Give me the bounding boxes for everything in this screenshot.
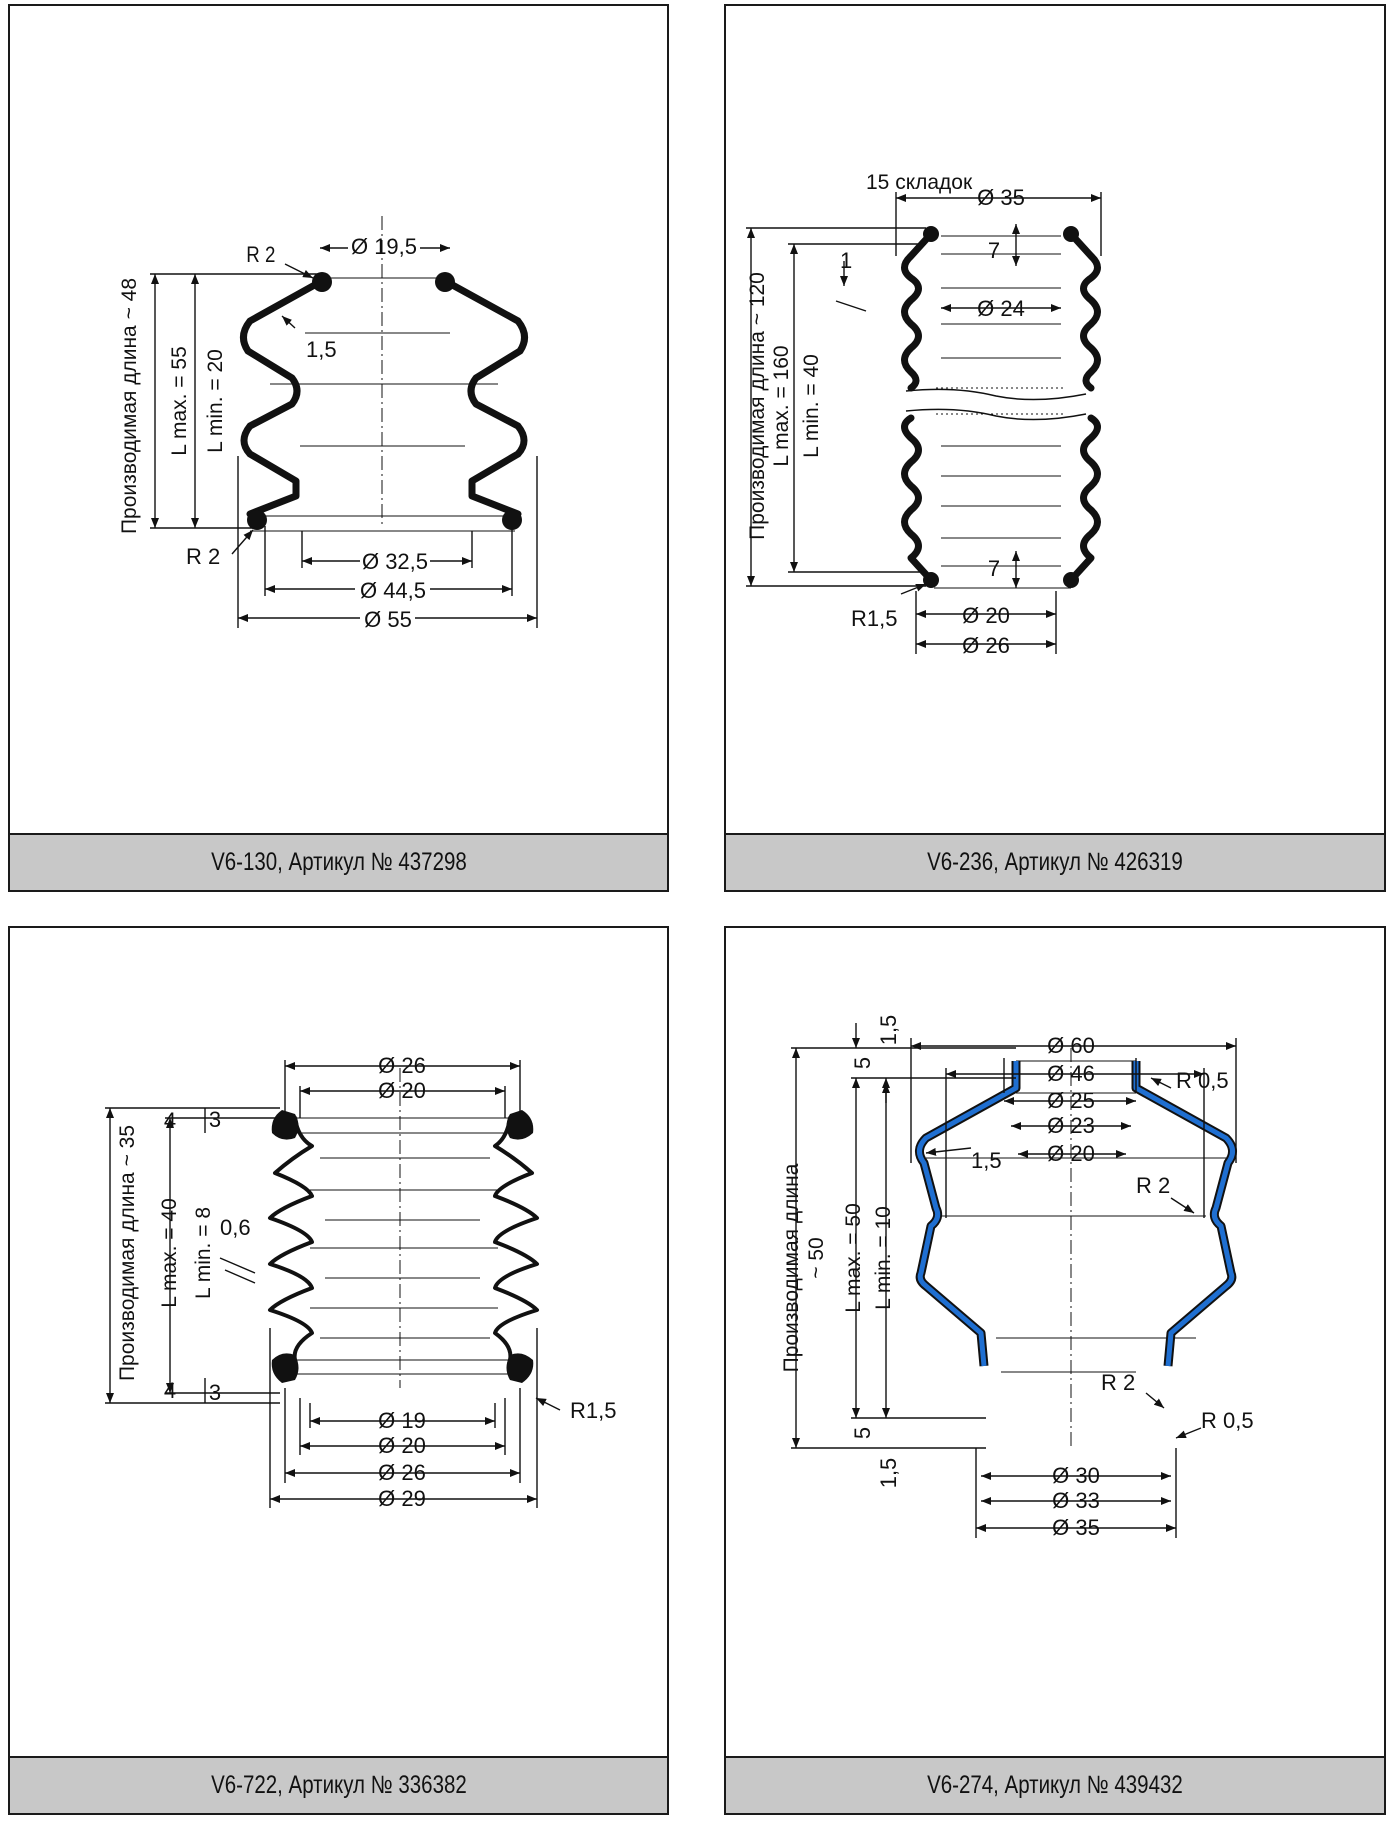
label-r2-mid: R 2 <box>1101 1370 1135 1395</box>
caption-v6-722: V6-722, Артикул № 336382 <box>10 1756 667 1813</box>
label-d-bot1: Ø 19 <box>378 1408 426 1433</box>
label-r05-top: R 0,5 <box>1176 1068 1229 1093</box>
label-r-top: R 2 <box>246 244 275 268</box>
caption-text: V6-236, Артикул № 426319 <box>927 848 1183 876</box>
drawing-v6-236: 15 складок Ø 35 7 1 Ø 24 7 R1,5 Ø 20 Ø 2… <box>746 171 1102 658</box>
label-lmin: L min. = 8 <box>192 1207 215 1299</box>
drawing-v6-274: Ø 60 Ø 46 Ø 25 Ø 23 Ø 20 1,5 5 R 0,5 1,5… <box>780 1015 1254 1540</box>
panel-v6-236: 15 складок Ø 35 7 1 Ø 24 7 R1,5 Ø 20 Ø 2… <box>724 4 1386 892</box>
label-d35: Ø 35 <box>1052 1515 1100 1540</box>
label-t15-top: 1,5 <box>876 1015 901 1046</box>
label-five-bot: 5 <box>850 1427 875 1439</box>
label-d20: Ø 20 <box>1047 1141 1095 1166</box>
label-d-bot2: Ø 26 <box>962 633 1010 658</box>
label-r2-right: R 2 <box>1136 1173 1170 1198</box>
label-lmax: L max. = 160 <box>770 345 793 466</box>
label-len-prod: Производимая длина <box>780 1163 803 1372</box>
caption-text: V6-722, Артикул № 336382 <box>210 1771 467 1799</box>
label-four-top: 4 <box>164 1108 176 1133</box>
label-d2: Ø 44,5 <box>360 578 426 603</box>
label-lmax: L max. = 40 <box>158 1198 181 1308</box>
label-seven-top: 7 <box>988 238 1000 263</box>
label-len-prod: Производимая длина ~ 120 <box>746 272 769 540</box>
label-one: 1 <box>840 248 852 273</box>
label-lmin: L min. = 20 <box>204 349 227 453</box>
label-d60: Ø 60 <box>1047 1033 1095 1058</box>
label-d-top2: Ø 20 <box>378 1078 426 1103</box>
label-four-bot: 4 <box>164 1378 176 1403</box>
label-r: R1,5 <box>570 1398 616 1423</box>
label-r-bottom: R 2 <box>186 544 220 569</box>
label-three-bot: 3 <box>209 1380 221 1405</box>
label-wall: 1,5 <box>971 1148 1002 1173</box>
label-len-prod: Производимая длина ~ 35 <box>116 1125 139 1381</box>
panel-v6-722: Ø 26 Ø 20 4 3 0,6 4 3 R1,5 Ø 19 Ø 20 Ø 2… <box>8 926 669 1815</box>
label-five-top: 5 <box>850 1057 875 1069</box>
caption-text: V6-274, Артикул № 439432 <box>927 1771 1183 1799</box>
drawing-v6-130: R 2 Ø 19,5 1,5 R 2 Ø 32,5 Ø 44,5 Ø 55 Пр… <box>118 216 538 632</box>
label-lmax: L max. = 55 <box>168 346 191 456</box>
label-seven-bot: 7 <box>988 556 1000 581</box>
label-lmin: L min. = 40 <box>800 354 823 458</box>
label-r05-bot: R 0,5 <box>1201 1408 1254 1433</box>
label-lmax: L max. = 50 <box>842 1203 865 1313</box>
caption-v6-130: V6-130, Артикул № 437298 <box>10 833 667 890</box>
label-d-top: Ø 19,5 <box>351 234 417 259</box>
label-d1: Ø 32,5 <box>362 549 428 574</box>
caption-v6-274: V6-274, Артикул № 439432 <box>726 1756 1384 1813</box>
label-t15-bot: 1,5 <box>876 1458 901 1489</box>
label-d30: Ø 30 <box>1052 1463 1100 1488</box>
label-d-mid: Ø 24 <box>977 296 1025 321</box>
label-d-top: Ø 35 <box>977 185 1025 210</box>
label-len-prod: Производимая длина ~ 48 <box>118 278 141 534</box>
label-three-top: 3 <box>209 1107 221 1132</box>
label-folds: 15 складок <box>866 171 973 194</box>
label-d-bot2: Ø 20 <box>378 1433 426 1458</box>
caption-text: V6-130, Артикул № 437298 <box>210 848 467 876</box>
label-wall: 1,5 <box>306 337 337 362</box>
caption-v6-236: V6-236, Артикул № 426319 <box>726 833 1384 890</box>
panel-v6-130: R 2 Ø 19,5 1,5 R 2 Ø 32,5 Ø 44,5 Ø 55 Пр… <box>8 4 669 892</box>
label-d-bot1: Ø 20 <box>962 603 1010 628</box>
label-wall: 0,6 <box>220 1215 251 1240</box>
label-lmin: L min. = 10 <box>872 1206 895 1310</box>
label-r: R1,5 <box>851 606 897 631</box>
label-d46: Ø 46 <box>1047 1061 1095 1086</box>
label-d23: Ø 23 <box>1047 1113 1095 1138</box>
label-d-bot4: Ø 29 <box>378 1486 426 1511</box>
label-d3: Ø 55 <box>364 607 412 632</box>
label-d33: Ø 33 <box>1052 1488 1100 1513</box>
drawing-v6-722: Ø 26 Ø 20 4 3 0,6 4 3 R1,5 Ø 19 Ø 20 Ø 2… <box>105 1053 616 1511</box>
label-d-bot3: Ø 26 <box>378 1460 426 1485</box>
label-len-prod-val: ~ 50 <box>805 1237 828 1278</box>
panel-v6-274: Ø 60 Ø 46 Ø 25 Ø 23 Ø 20 1,5 5 R 0,5 1,5… <box>724 926 1386 1815</box>
label-d-top1: Ø 26 <box>378 1053 426 1078</box>
label-d25: Ø 25 <box>1047 1088 1095 1113</box>
